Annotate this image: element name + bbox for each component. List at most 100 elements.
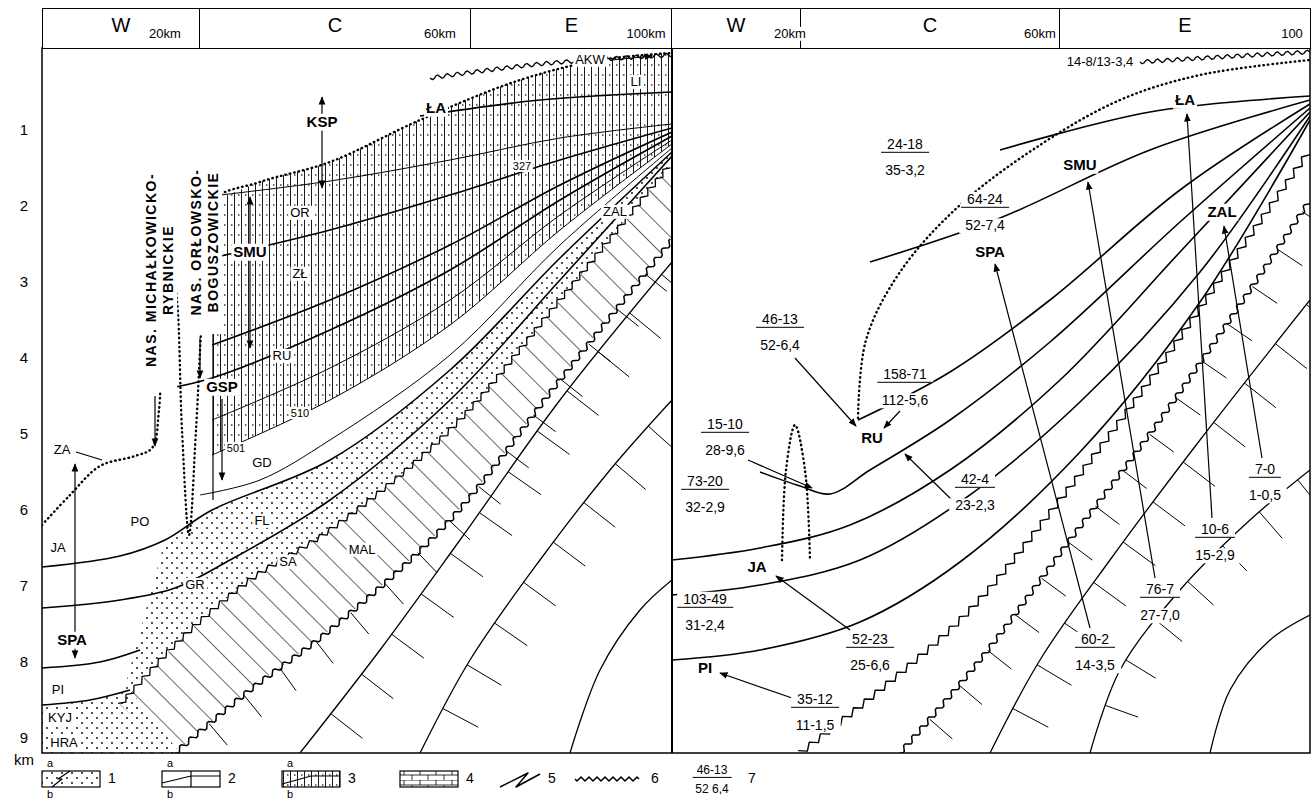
- leader-line: [199, 338, 200, 378]
- stratum-label: RU: [859, 430, 885, 447]
- seam-line: [212, 140, 672, 420]
- legend-swatch: [282, 771, 340, 787]
- stratum-label: LI: [629, 75, 644, 89]
- facies-boundary: [798, 155, 1310, 751]
- legend-samples: [42, 771, 639, 787]
- distance-label: 100: [1279, 27, 1305, 41]
- depth-label: 8: [18, 654, 30, 671]
- basement-block-line: [175, 274, 667, 753]
- fraction-value: 103-49: [677, 592, 733, 608]
- stratum-label: ZA: [52, 443, 73, 457]
- leader-line: [249, 197, 250, 348]
- fraction-value: 14-3,5: [1069, 658, 1121, 673]
- stratum-label: 327: [511, 160, 533, 172]
- stratum-label: SPA: [973, 244, 1007, 261]
- erosion-surface: [858, 60, 1310, 418]
- legend-sublabel: a: [285, 757, 295, 769]
- stratum-boundary: [42, 152, 672, 567]
- legend-sublabel: a: [45, 757, 55, 769]
- stratum-label: 510: [289, 407, 311, 419]
- fraction-value: 64-24: [961, 192, 1009, 208]
- leader-line: [748, 460, 812, 488]
- fraction-value: 10-6: [1195, 522, 1235, 538]
- basement-block-line: [1090, 480, 1310, 753]
- stratum-boundary: [42, 650, 140, 668]
- stratum-label: ŁA: [1173, 92, 1197, 109]
- stratum-label: RU: [271, 349, 294, 363]
- column-header: C: [801, 9, 1059, 36]
- legend-number: 3: [346, 771, 358, 786]
- stratum-label: AKW: [573, 53, 607, 67]
- basement-block-line: [300, 274, 672, 753]
- stratum-boundary: [760, 108, 1310, 494]
- section-frame: [42, 48, 1310, 753]
- stratum-boundary: [212, 132, 672, 345]
- leader-line: [154, 396, 155, 446]
- stratum-boundary: [420, 92, 672, 116]
- legend-number: 2: [226, 771, 238, 786]
- distance-label: 20km: [147, 27, 183, 41]
- fraction-value: 15-10: [701, 417, 749, 433]
- depth-label: 5: [18, 426, 30, 443]
- depth-label: 1: [18, 122, 30, 139]
- leader-line: [884, 411, 900, 428]
- fraction-value: 46-13: [756, 312, 804, 328]
- right-section: [672, 50, 1310, 753]
- legend-number: 7: [746, 771, 758, 786]
- stratum-label: SPA: [55, 632, 89, 649]
- stratum-label: OR: [288, 206, 312, 220]
- leader-line: [76, 452, 102, 460]
- fraction-value: 7-0: [1249, 462, 1281, 478]
- stratum-boundary: [42, 156, 672, 608]
- erosion-surface: [782, 425, 810, 560]
- depth-label: 3: [18, 274, 30, 291]
- fraction-value: 14-8/13-3,4: [1065, 55, 1136, 69]
- stratum-label: PI: [696, 660, 714, 677]
- leader-line: [776, 576, 850, 630]
- seam-line: [212, 144, 672, 455]
- fraction-value: 24-18: [881, 137, 929, 153]
- leader-line: [1088, 182, 1155, 578]
- stratum-label: KYJ: [46, 711, 74, 725]
- left-section: [42, 53, 672, 753]
- basement-arc: [1090, 470, 1310, 753]
- leader-line: [1224, 226, 1262, 458]
- fraction-value: 23-2,3: [949, 498, 1001, 513]
- legend-swatch-line: [282, 776, 340, 784]
- distance-label: 100km: [624, 27, 667, 41]
- stratum-label: JA: [745, 559, 768, 576]
- annotation-lines: [75, 8, 1262, 753]
- legend-number: 1: [106, 771, 118, 786]
- legend-swatch: [42, 771, 100, 787]
- stratum-label: GR: [183, 578, 207, 592]
- stratum-boundary: [672, 112, 1310, 560]
- basal-sandstone-fill: [42, 690, 180, 753]
- seam-line: [200, 148, 672, 495]
- stratum-boundary: [160, 136, 672, 390]
- leader-line: [221, 399, 222, 480]
- legend-sublabel: b: [165, 788, 175, 800]
- distance-label: 60km: [422, 27, 458, 41]
- stratum-label: GSP: [204, 379, 240, 396]
- seam-group-label: NAS. MICHAŁKOWICKO- RYBNICKIE: [143, 148, 177, 392]
- stratum-label: SMU: [231, 244, 268, 261]
- fraction-value: 112-5,6: [876, 393, 934, 408]
- fraction-value: 60-2: [1075, 632, 1115, 648]
- leader-line: [720, 673, 792, 698]
- fraction-value: 31-2,4: [679, 618, 731, 633]
- fraction-value: 28-9,6: [699, 443, 751, 458]
- column-header-cell: C: [800, 8, 1060, 49]
- stratum-boundary: [672, 120, 1310, 660]
- stratum-label: SMU: [1061, 157, 1098, 174]
- stratum-label: HRA: [48, 736, 79, 750]
- leader-line: [1187, 114, 1212, 518]
- legend-swatch: [400, 771, 458, 787]
- legend-swatch-line: [162, 771, 220, 787]
- stratum-label: ZAL: [1205, 204, 1238, 221]
- unconformity: [175, 239, 670, 753]
- fraction-value: 52-23: [846, 632, 894, 648]
- fraction-value: 42-4: [955, 472, 995, 488]
- legend-swatch-line: [52, 771, 70, 787]
